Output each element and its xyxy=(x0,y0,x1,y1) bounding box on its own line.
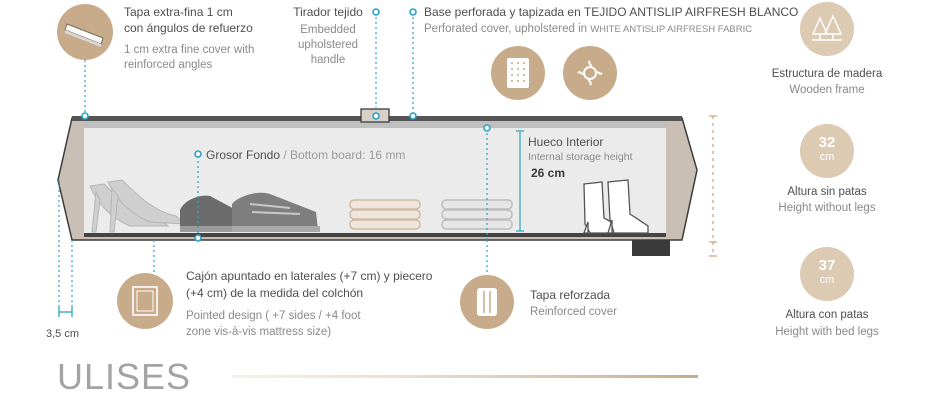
height-without-legs-number: 32 xyxy=(818,134,836,151)
pointed-design-desc-1: Pointed design ( +7 sides / +4 foot xyxy=(186,310,361,322)
folded-towels-illustration xyxy=(349,199,513,230)
base-desc-fabric: WHITE ANTISLIP AIRFRESH FABRIC xyxy=(590,24,753,35)
sneakers-illustration xyxy=(180,192,320,232)
handle-title: Tirador tejido xyxy=(293,5,363,19)
height-without-legs-desc: Height without legs xyxy=(778,202,876,214)
height-with-legs-desc: Height with bed legs xyxy=(775,326,879,338)
cover-desc-line-1: 1 cm extra fine cover with xyxy=(124,44,255,56)
pointed-design-icon xyxy=(117,273,173,329)
wooden-frame-desc: Wooden frame xyxy=(789,84,865,96)
cover-trim xyxy=(84,121,666,128)
height-with-legs-badge: 37 cm xyxy=(800,247,854,301)
height-with-legs-number: 37 xyxy=(818,257,836,274)
height-measure-line xyxy=(709,115,717,257)
base-desc-text: Perforated cover, upholstered in xyxy=(424,23,591,35)
height-without-legs-badge: 32 cm xyxy=(800,124,854,178)
storage-height-title: Hueco Interior xyxy=(528,135,604,149)
trees-icon xyxy=(800,2,854,56)
bottom-board-label: Grosor Fondo / Bottom board: 16 mm xyxy=(206,147,405,163)
handle-desc-line-3: handle xyxy=(310,54,346,66)
pointed-design-title-1: Cajón apuntado en laterales (+7 cm) y pi… xyxy=(186,269,433,283)
base-title: Base perforada y tapizada en TEJIDO ANTI… xyxy=(424,5,799,19)
height-with-legs-unit: cm xyxy=(819,274,835,286)
base-desc: Perforated cover, upholstered in WHITE A… xyxy=(424,21,752,38)
handle-desc-line-2: upholstered xyxy=(297,39,359,51)
internal-height-arrow xyxy=(516,130,524,232)
storage-height-value: 26 cm xyxy=(531,166,566,180)
reinforced-cover-title: Tapa reforzada xyxy=(530,288,611,302)
pointed-design-title-2: (+4 cm) de la medida del colchón xyxy=(186,286,364,300)
side-width-label: 3,5 cm xyxy=(46,328,80,340)
height-with-legs-title: Altura con patas xyxy=(785,309,869,321)
storage-height-desc: Internal storage height xyxy=(528,151,633,163)
cover-desc-line-2: reinforced angles xyxy=(124,59,213,71)
title-divider xyxy=(232,375,698,378)
reinforced-cover-desc: Reinforced cover xyxy=(530,306,617,318)
cover-icon xyxy=(57,4,113,60)
bottom-board xyxy=(84,233,666,237)
boots-illustration xyxy=(583,179,649,234)
airfresh-fabric-icon xyxy=(563,46,617,100)
product-name: ULISES xyxy=(57,356,192,397)
heels-illustration xyxy=(89,179,187,233)
leader-dots xyxy=(81,8,491,242)
side-width-measure xyxy=(58,307,73,317)
height-without-legs-unit: cm xyxy=(819,151,835,163)
height-without-legs-title: Altura sin patas xyxy=(787,186,867,198)
cover-title-line-1: Tapa extra-fina 1 cm xyxy=(124,5,233,19)
wooden-frame-title: Estructura de madera xyxy=(771,68,883,80)
pointed-design-desc-2: zone vis-à-vis mattress size) xyxy=(186,326,332,338)
bottom-board-desc: / Bottom board: 16 mm xyxy=(280,148,406,162)
perforated-base-icon xyxy=(491,46,545,100)
reinforced-cover-icon xyxy=(460,275,514,329)
handle-desc-line-1: Embedded xyxy=(300,24,356,36)
cover-title-line-2: con ángulos de refuerzo xyxy=(124,21,253,35)
bed-leg xyxy=(632,240,670,256)
bottom-board-title: Grosor Fondo xyxy=(206,148,281,162)
